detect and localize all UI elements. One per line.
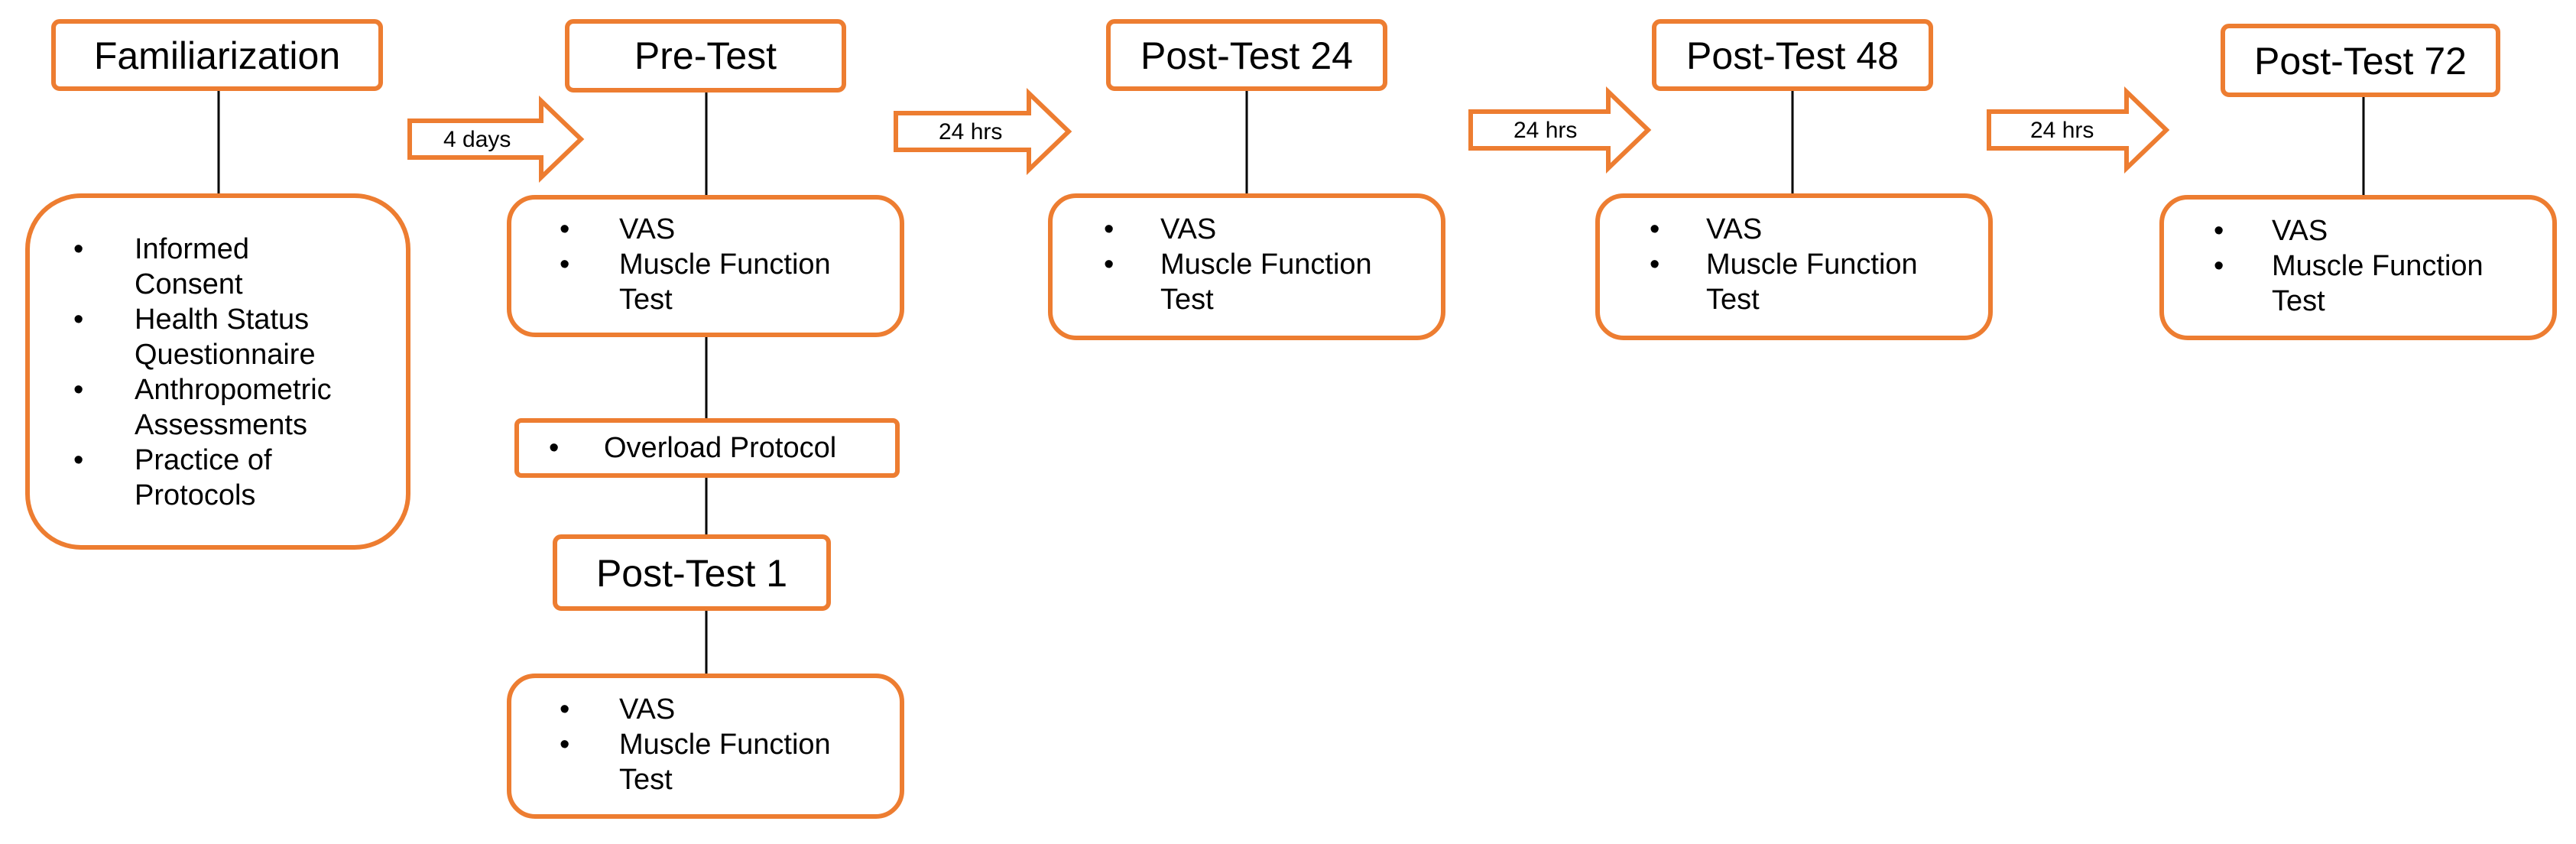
post-test-1-title-box <box>553 534 831 611</box>
familiarization-title-box <box>51 19 383 91</box>
list-item-text: Assessments <box>135 409 307 441</box>
list-item-text: Test <box>1160 284 1214 316</box>
list-item-text: Questionnaire <box>135 339 316 371</box>
list-item-text: Muscle Function <box>1160 248 1372 281</box>
arrow-4-days: 4 days <box>407 95 585 183</box>
bullet-marker: • <box>1650 213 1659 245</box>
list-item-text: VAS <box>1706 213 1762 245</box>
post-test-48-title: Post-Test 48 <box>1686 34 1899 77</box>
arrow-24-hrs-2: 24 hrs <box>1468 86 1652 174</box>
overload-protocol-box <box>514 418 900 478</box>
list-item-text: Muscle Function <box>1706 248 1918 281</box>
stage-overload-protocol: • Overload Protocol <box>514 418 900 478</box>
overload-protocol-items: • Overload Protocol <box>549 432 836 464</box>
familiarization-title: Familiarization <box>94 34 340 77</box>
list-item-text: VAS <box>619 693 675 726</box>
arrow-4-days-shape <box>407 95 585 183</box>
list-item-text: Test <box>2272 285 2325 317</box>
list-item-text: Health Status <box>135 304 309 336</box>
list-item-text: Test <box>619 284 673 316</box>
arrow-4-days-label: 4 days <box>443 127 511 152</box>
familiarization-items-box <box>25 193 410 550</box>
bullet-marker: • <box>73 444 83 476</box>
bullet-marker: • <box>73 233 83 265</box>
post-test-1-items-box <box>507 674 904 819</box>
post-test-1-title: Post-Test 1 <box>596 552 787 595</box>
arrow-24-hrs-3-label: 24 hrs <box>2030 118 2094 143</box>
arrow-24-hrs-1: 24 hrs <box>894 87 1072 176</box>
arrow-24-hrs-1-label: 24 hrs <box>939 119 1002 144</box>
list-item-text: Muscle Function <box>619 729 831 761</box>
bullet-marker: • <box>2214 215 2224 247</box>
list-item-text: Practice of <box>135 444 272 476</box>
bullet-marker: • <box>560 213 569 245</box>
pre-test-title-box <box>565 19 846 93</box>
list-item-text: Test <box>619 764 673 796</box>
bullet-marker: • <box>560 729 569 761</box>
list-item-text: Informed <box>135 233 249 265</box>
post-test-48-items-box <box>1595 193 1993 340</box>
bullet-marker: • <box>560 693 569 726</box>
post-test-24-items-box <box>1048 193 1445 340</box>
post-test-48-title-box <box>1652 19 1933 91</box>
arrow-24-hrs-1-shape <box>894 87 1072 176</box>
bullet-marker: • <box>73 304 83 336</box>
list-item-text: Muscle Function <box>2272 250 2484 282</box>
post-test-24-title: Post-Test 24 <box>1140 34 1353 77</box>
list-item-text: VAS <box>1160 213 1216 245</box>
arrow-24-hrs-3-shape <box>1987 86 2170 174</box>
bullet-marker: • <box>560 248 569 281</box>
post-test-24-title-box <box>1106 19 1387 91</box>
list-item-text: Protocols <box>135 479 255 511</box>
list-item-text: VAS <box>619 213 675 245</box>
bullet-marker: • <box>1104 248 1114 281</box>
pre-test-title: Pre-Test <box>634 34 777 77</box>
arrow-24-hrs-2-label: 24 hrs <box>1513 118 1577 143</box>
list-item-text: Overload Protocol <box>604 432 836 464</box>
arrow-24-hrs-3: 24 hrs <box>1987 86 2170 174</box>
list-item-text: Anthropometric <box>135 374 332 406</box>
list-item-text: Consent <box>135 268 243 300</box>
post-test-72-title-box <box>2221 24 2500 97</box>
bullet-marker: • <box>2214 250 2224 282</box>
list-item-text: Test <box>1706 284 1760 316</box>
connector-lines <box>217 89 2365 676</box>
list-item-text: VAS <box>2272 215 2328 247</box>
arrow-24-hrs-2-shape <box>1468 86 1652 174</box>
list-item-text: Muscle Function <box>619 248 831 281</box>
post-test-72-title: Post-Test 72 <box>2254 40 2467 83</box>
post-test-72-items-box <box>2159 195 2557 340</box>
bullet-marker: • <box>549 432 559 464</box>
pre-test-items-box <box>507 195 904 337</box>
bullet-marker: • <box>1650 248 1659 281</box>
bullet-marker: • <box>73 374 83 406</box>
bullet-marker: • <box>1104 213 1114 245</box>
